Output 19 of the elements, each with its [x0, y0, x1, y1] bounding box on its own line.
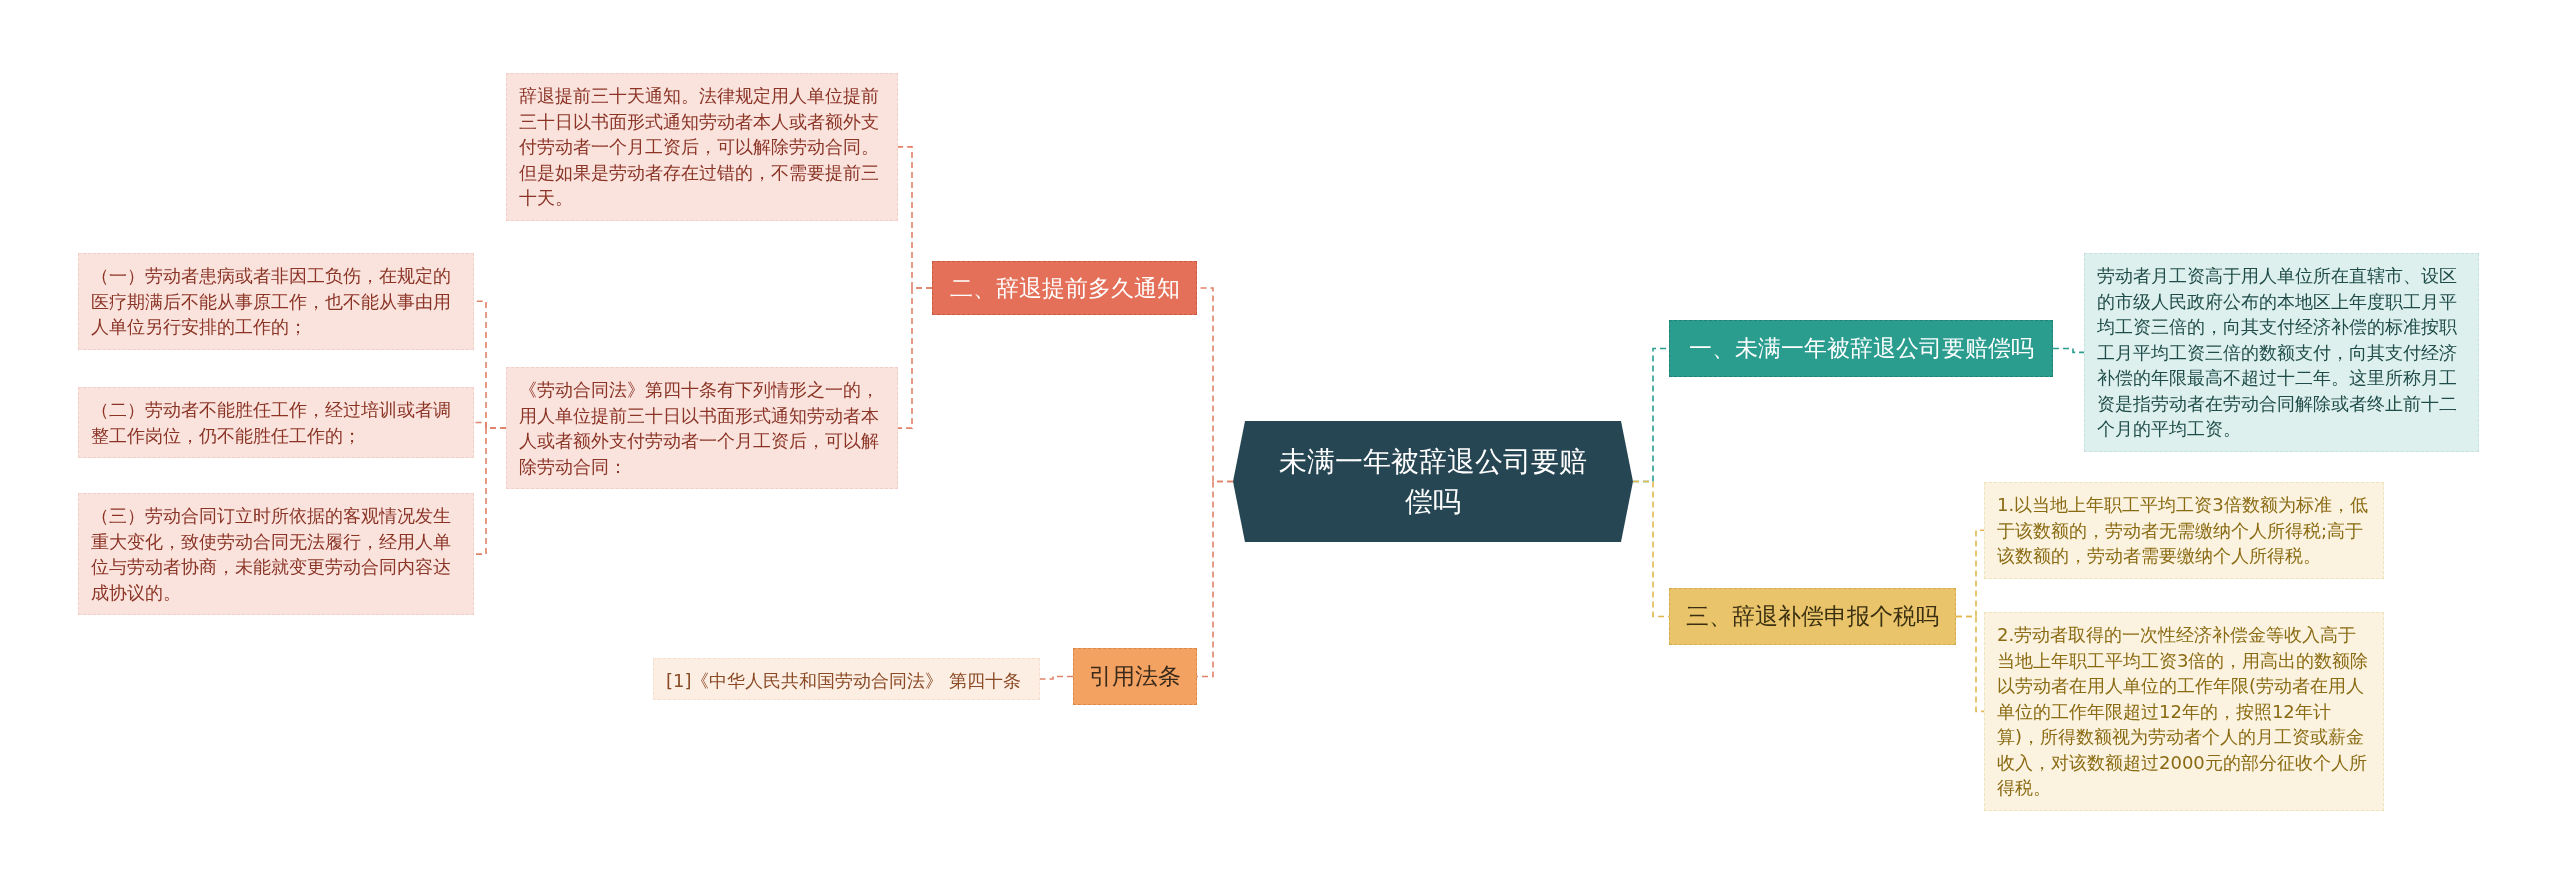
- note-box: 1.以当地上年职工平均工资3倍数额为标准，低于该数额的，劳动者无需缴纳个人所得税;高于该数额的，劳动者需要缴纳个人所得税。: [1984, 482, 2384, 579]
- central-topic-hexagon: 未满一年被辞退公司要赔偿吗: [1233, 421, 1633, 542]
- branch-box: 引用法条: [1073, 648, 1197, 705]
- note-box: 《劳动合同法》第四十条有下列情形之一的，用人单位提前三十日以书面形式通知劳动者本人或者额外支付劳动者一个月工资后，可以解除劳动合同：: [506, 367, 898, 490]
- note-box: 劳动者月工资高于用人单位所在直辖市、设区的市级人民政府公布的本地区上年度职工月平均工资三倍的，向其支付经济补偿的标准按职工月平均工资三倍的数额支付，向其支付经济补偿的年限最高不超过十二年。这里所称月工资是指劳动者在劳动合同解除或者终止前十二个月的平均工资。: [2084, 253, 2479, 452]
- note-box: （二）劳动者不能胜任工作，经过培训或者调整工作岗位，仍不能胜任工作的；: [78, 387, 474, 459]
- note-box: （一）劳动者患病或者非因工负伤，在规定的医疗期满后不能从事原工作，也不能从事由用人单位另行安排的工作的；: [78, 253, 474, 350]
- connector-line: [1955, 615, 1985, 713]
- branch-box: 一、未满一年被辞退公司要赔偿吗: [1669, 320, 2053, 377]
- note-box: （三）劳动合同订立时所依据的客观情况发生重大变化，致使劳动合同无法履行，经用人单位与劳动者协商，未能就变更劳动合同内容达成协议的。: [78, 493, 474, 616]
- branch-box: 二、辞退提前多久通知: [932, 261, 1197, 315]
- note-box: 辞退提前三十天通知。法律规定用人单位提前三十日以书面形式通知劳动者本人或者额外支付劳动者一个月工资后，可以解除劳动合同。但是如果是劳动者存在过错的，不需要提前三十天。: [506, 73, 898, 221]
- connector-line: [2052, 347, 2085, 354]
- note-box: 2.劳动者取得的一次性经济补偿金等收入高于当地上年职工平均工资3倍的，用高出的数额除以劳动者在用人单位的工作年限(劳动者在用人单位的工作年限超过12年的，按照12年计算)，所得数额视为劳动者个人的月工资或薪金收入，对该数额超过2000元的部分征收个人所得税。: [1984, 612, 2384, 811]
- branch-box: 三、辞退补偿申报个税吗: [1669, 588, 1956, 645]
- citation-box: [1]《中华人民共和国劳动合同法》 第四十条: [653, 658, 1040, 700]
- connector-line: [473, 427, 507, 555]
- connector-line: [1039, 675, 1074, 680]
- connector-line: [897, 287, 933, 429]
